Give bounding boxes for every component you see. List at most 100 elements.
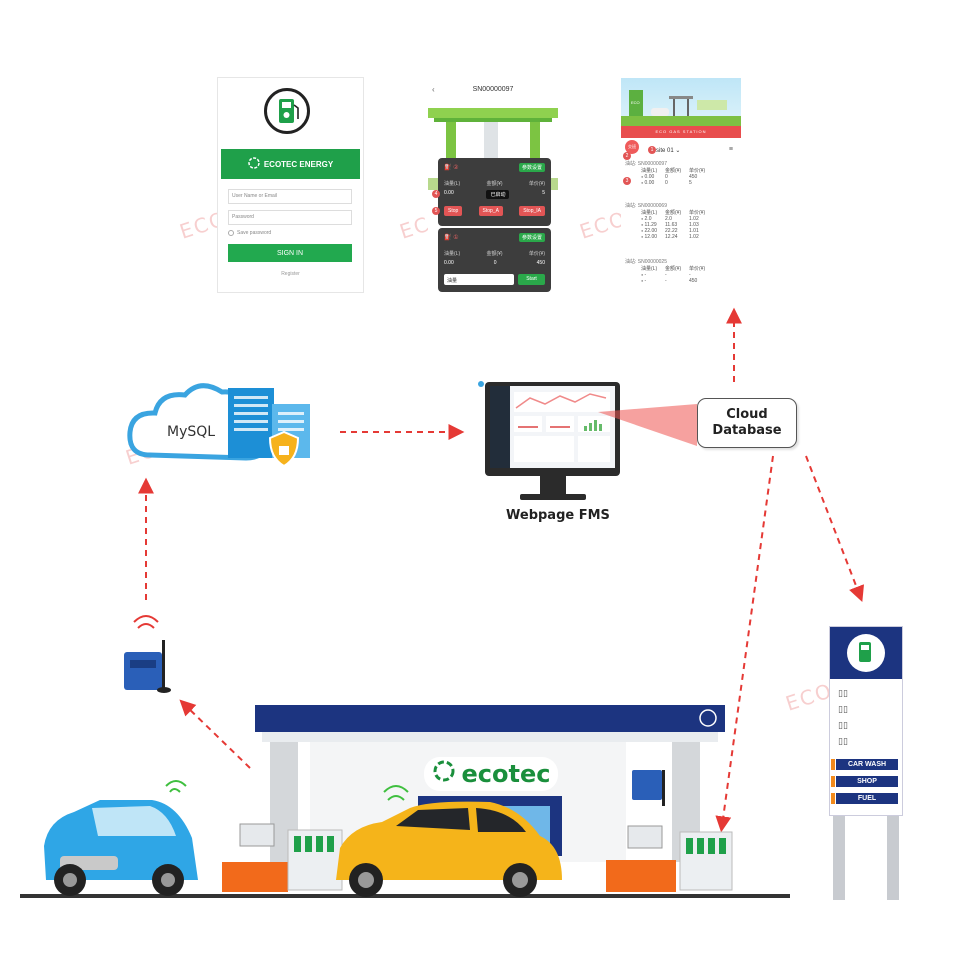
cell: 0.00 — [641, 174, 665, 180]
cell: 450 — [689, 278, 698, 284]
sign-post-right — [887, 816, 899, 900]
cell: 12.24 — [665, 234, 678, 240]
block-header: 油量(L) 金额(¥) 单价(¥) — [625, 209, 741, 216]
cell: 11.29 — [641, 222, 665, 228]
sign-header — [830, 627, 902, 679]
sign-item-fuel: FUEL — [831, 793, 898, 804]
column-headers: 油量(L) 金额(¥) 单价(¥) — [444, 180, 545, 187]
sign-item-shop: SHOP — [831, 776, 898, 787]
mysql-cloud-icon — [127, 383, 310, 468]
stop-a-button[interactable]: Stop_A — [478, 206, 503, 216]
cloud-database-label-2: Database — [712, 423, 782, 438]
cell: - — [689, 272, 691, 278]
list-item: --- — [625, 272, 741, 278]
hdr-amount: 金额(¥) — [665, 266, 682, 272]
sign-in-button[interactable]: SIGN IN — [228, 244, 352, 262]
shift-badge[interactable]: 交班 — [625, 140, 639, 154]
val-volume: 0.00 — [444, 260, 454, 266]
col-volume: 油量(L) — [444, 181, 461, 187]
cell: 450 — [689, 174, 698, 180]
step-marker-4: 4 — [432, 190, 440, 198]
value-row: 0.00 0 450 — [444, 260, 545, 266]
val-price: 5 — [542, 190, 545, 196]
cell: 11.63 — [665, 222, 678, 228]
site-block[interactable]: 油站: SN00000097 油量(L) 金额(¥) 单价(¥) 0.00045… — [625, 160, 741, 186]
cell: 1.02 — [689, 234, 699, 240]
col-price: 单价(¥) — [528, 251, 545, 257]
site-name: site 01 — [656, 148, 674, 154]
login-screen: ECOTEC ENERGY User Name or Email Passwor… — [218, 78, 363, 292]
username-input[interactable]: User Name or Email — [228, 189, 352, 204]
hdr-amount: 金额(¥) — [665, 168, 682, 174]
step-marker-2: 2 — [623, 152, 631, 160]
hdr-volume: 油量(L) — [641, 210, 658, 216]
cell: 1.02 — [689, 216, 699, 222]
mysql-label: MySQL — [167, 424, 216, 440]
hdr-amount: 金额(¥) — [665, 210, 682, 216]
cell: 2.0 — [641, 216, 665, 222]
start-button[interactable]: Start — [518, 274, 545, 285]
cloud-database-label-1: Cloud — [726, 407, 768, 422]
val-volume: 0.00 — [444, 190, 454, 196]
list-item: 0.000 450 — [625, 174, 741, 180]
hero-sign: ECO — [631, 100, 640, 105]
cell: - — [641, 278, 665, 284]
block-serial: 油站: SN00000097 — [625, 161, 667, 167]
cell: 0 — [665, 174, 668, 180]
price-slots: ▯▯▯▯▯▯▯▯ — [838, 688, 848, 746]
password-input[interactable]: Password — [228, 210, 352, 225]
list-item: --450 — [625, 278, 741, 284]
nozzle-icon: ⛽ ① — [444, 235, 459, 241]
hero-title: ECO GAS STATION — [655, 129, 707, 134]
cell: 1.01 — [689, 228, 699, 234]
site-block[interactable]: 油站: SN00000025 油量(L) 金额(¥) 单价(¥) --- --4… — [625, 258, 741, 284]
cell: 1.03 — [689, 222, 699, 228]
hdr-volume: 油量(L) — [641, 266, 658, 272]
val-amount: 0 — [493, 260, 497, 266]
block-header: 油量(L) 金额(¥) 单价(¥) — [625, 265, 741, 272]
fuel-pump-logo-icon — [264, 88, 310, 134]
cell: 22.00 — [641, 228, 665, 234]
chevron-down-icon: ⌄ — [675, 148, 681, 154]
pylon-sign: ▯▯▯▯▯▯▯▯ CAR WASH SHOP FUEL — [829, 626, 903, 816]
cloud-database-node: Cloud Database — [697, 398, 797, 448]
site-selector[interactable]: site 01 ⌄ — [656, 147, 680, 154]
station-hero-image: ECO ECO GAS STATION — [621, 78, 741, 138]
back-chevron-icon[interactable]: ‹ — [432, 85, 435, 94]
list-item: 2.02.0 1.02 — [625, 216, 741, 222]
settings-button[interactable]: 参数设置 — [518, 163, 545, 172]
radio-icon — [228, 230, 234, 236]
stop-ia-button[interactable]: Stop_IA — [519, 206, 545, 216]
col-amount: 金额(¥) — [486, 181, 503, 187]
menu-icon[interactable]: ≡ — [728, 146, 733, 153]
block-serial: 油站: SN00000025 — [625, 259, 667, 265]
save-password-checkbox[interactable]: Save password — [228, 230, 271, 236]
stop-buttons: Stop Stop_A Stop_IA — [444, 206, 545, 216]
brand-banner: ECOTEC ENERGY — [221, 149, 360, 179]
cell: 2.0 — [665, 216, 672, 222]
yellow-car-icon — [336, 785, 562, 897]
settings-button[interactable]: 参数设置 — [518, 233, 545, 242]
col-volume: 油量(L) — [444, 251, 461, 257]
val-price: 450 — [536, 260, 545, 266]
arrow-db-to-pump — [715, 455, 774, 833]
cell: 22.22 — [665, 228, 678, 234]
cell: 0 — [665, 180, 668, 186]
step-marker-5: 5 — [432, 207, 440, 215]
block-serial: 油站: SN00000069 — [625, 203, 667, 209]
stop-button[interactable]: Stop — [444, 206, 463, 216]
nozzle-control-screen: ‹ SN00000097 ⛽ ② 参数设置 油量(L) 金额(¥) 单价(¥) … — [428, 78, 558, 300]
mode-select[interactable]: 油量 — [444, 274, 514, 285]
ecotec-leaf-icon — [248, 157, 260, 171]
arrow-db-to-sign — [805, 455, 865, 602]
status-tooltip: 已启动 — [486, 190, 510, 199]
fms-label: Webpage FMS — [506, 508, 610, 523]
site-block[interactable]: 油站: SN00000069 油量(L) 金额(¥) 单价(¥) 2.02.01… — [625, 202, 741, 240]
register-link[interactable]: Register — [281, 271, 300, 277]
station-brand-sign: ecotec — [424, 757, 558, 791]
